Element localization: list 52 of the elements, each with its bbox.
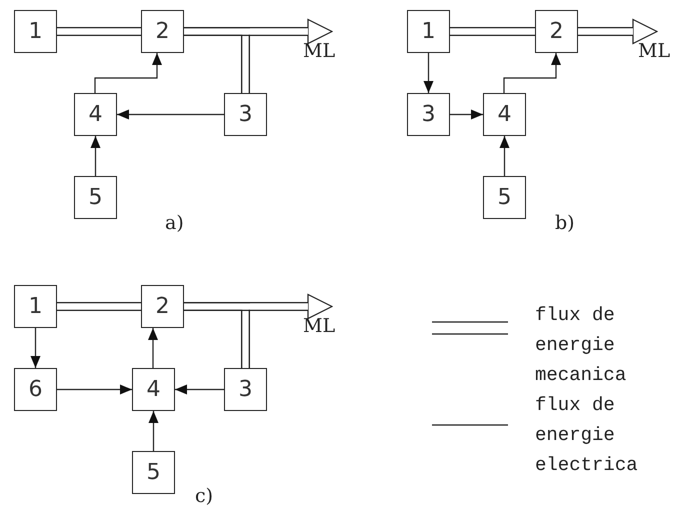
process-box bbox=[407, 10, 450, 53]
legend-text: flux de energie electrica bbox=[535, 393, 639, 478]
arrow bbox=[148, 328, 158, 368]
box-number: 1 bbox=[28, 20, 42, 42]
process-box bbox=[132, 451, 175, 494]
output-label: ML bbox=[303, 317, 336, 336]
double-line-arrow bbox=[578, 18, 658, 44]
diagram-label: a) bbox=[165, 214, 184, 233]
box-number: 3 bbox=[238, 378, 252, 400]
box-number: 3 bbox=[238, 104, 252, 126]
box-number: 3 bbox=[422, 104, 436, 126]
process-box bbox=[74, 176, 117, 219]
box-number: 5 bbox=[498, 186, 512, 208]
box-number: 4 bbox=[146, 378, 160, 400]
arrow bbox=[503, 53, 561, 93]
process-box bbox=[14, 10, 57, 53]
process-box bbox=[483, 93, 526, 136]
arrow bbox=[450, 110, 483, 120]
arrow bbox=[90, 136, 100, 176]
box-number: 4 bbox=[88, 104, 102, 126]
diagram-label: b) bbox=[555, 214, 575, 233]
output-label: ML bbox=[303, 42, 336, 61]
box-number: 5 bbox=[146, 462, 160, 484]
process-box bbox=[14, 368, 57, 411]
box-number: 1 bbox=[28, 296, 42, 318]
process-box bbox=[224, 93, 267, 136]
process-box bbox=[14, 285, 57, 328]
box-number: 2 bbox=[156, 20, 170, 42]
arrow bbox=[500, 136, 510, 176]
process-box bbox=[141, 285, 184, 328]
output-label: ML bbox=[638, 42, 670, 61]
arrow bbox=[148, 411, 158, 451]
box-number: 2 bbox=[550, 20, 564, 42]
arrow bbox=[30, 328, 40, 368]
arrow bbox=[175, 384, 224, 394]
box-number: 2 bbox=[156, 296, 170, 318]
process-box bbox=[74, 93, 117, 136]
arrow bbox=[94, 53, 162, 93]
arrow bbox=[424, 53, 434, 93]
box-number: 4 bbox=[498, 104, 512, 126]
process-box bbox=[141, 10, 184, 53]
process-box bbox=[224, 368, 267, 411]
process-box bbox=[483, 176, 526, 219]
process-box bbox=[407, 93, 450, 136]
process-box bbox=[535, 10, 578, 53]
box-number: 6 bbox=[28, 378, 42, 400]
box-number: 5 bbox=[88, 186, 102, 208]
diagram-label: c) bbox=[195, 487, 214, 506]
arrow bbox=[57, 384, 132, 394]
process-box bbox=[132, 368, 175, 411]
box-number: 1 bbox=[422, 20, 436, 42]
arrow bbox=[117, 110, 224, 120]
